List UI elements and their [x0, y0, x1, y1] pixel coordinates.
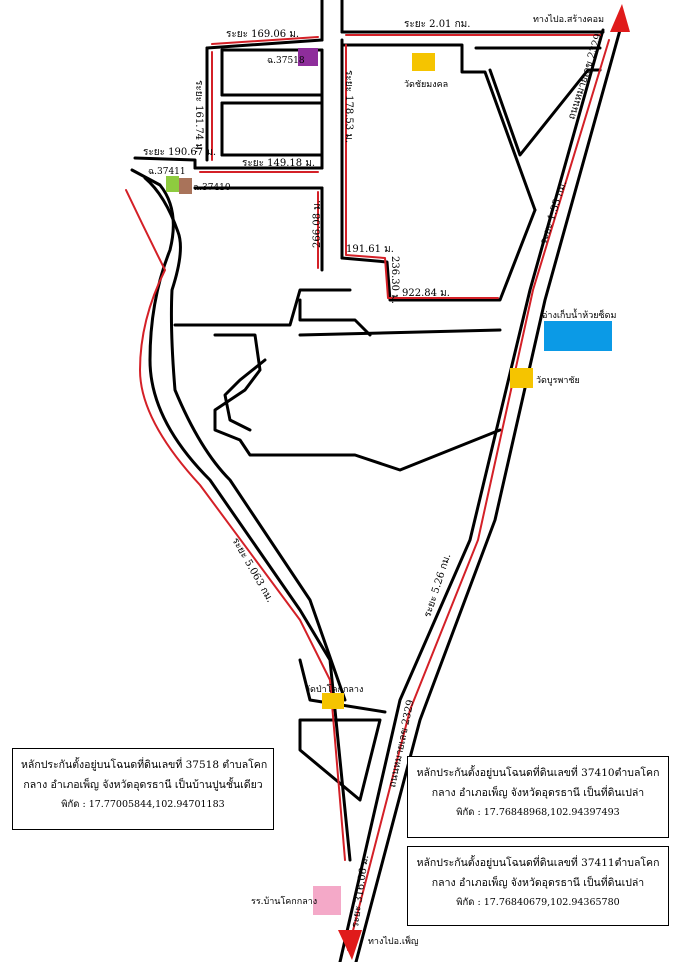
- note-37411-line2: กลาง อำเภอเพ็ญ จังหวัดอุดรธานี เป็นที่ดิ…: [431, 877, 645, 889]
- note-37518-line2: กลาง อำเภอเพ็ญ จังหวัดอุดรธานี เป็นบ้านป…: [23, 779, 263, 791]
- dist-top-right: ระยะ 2.01 กม.: [404, 19, 470, 30]
- temple-burapha-label: วัดบูรพาชัย: [536, 376, 580, 386]
- dist-vert-236: 236.30 ม.: [389, 256, 400, 304]
- note-37411-line1: หลักประกันตั้งอยู่บนโฉนดที่ดินเลขที่ 374…: [416, 857, 660, 869]
- road-network: [130, 0, 622, 962]
- road-bottom-1: [298, 658, 387, 714]
- dist-left-vertical: ระยะ 161.74 ม.: [193, 80, 204, 153]
- temple-burapha-marker: [510, 368, 533, 388]
- parcel-37518-label: ฉ.37518: [267, 56, 305, 66]
- dist-horiz-922: 922.84 ม.: [402, 288, 450, 299]
- temple-paknokklang-marker: [322, 693, 344, 709]
- school-label: รร.บ้านโคกกลาง: [251, 896, 317, 907]
- direction-south: ทางไปอ.เพ็ญ: [368, 934, 419, 947]
- road-block-lines: [220, 48, 324, 157]
- temple-paknokklang-label: วัดป่าโคกกลาง: [305, 684, 363, 695]
- note-37518-coords: พิกัด : 17.77005844,102.94701183: [61, 799, 225, 810]
- dist-horiz-191: 191.61 ม.: [346, 244, 394, 255]
- road-central-2: [298, 298, 372, 337]
- road-191: [340, 208, 537, 302]
- route-top-left: [211, 36, 319, 45]
- road-bottom-2: [298, 718, 382, 802]
- parcel-37518-marker: [298, 48, 318, 66]
- road-central-1: [173, 288, 352, 327]
- school-marker: [313, 886, 341, 915]
- parcel-37410-marker: [179, 178, 192, 194]
- note-37410-coords: พิกัด : 17.76848968,102.94397493: [456, 807, 620, 818]
- route-center-vert: [345, 44, 499, 299]
- parcel-37411-label: ฉ.37411: [148, 167, 186, 177]
- parcel-37411-marker: [166, 176, 179, 192]
- note-parcel-37518: หลักประกันตั้งอยู่บนโฉนดที่ดินเลขที่ 375…: [12, 748, 274, 830]
- dist-vert-266: 266.08 ม.: [312, 200, 323, 248]
- dist-mid-vertical: ระยะ 178.53 ม.: [343, 70, 354, 143]
- reservoir-label: อ่างเก็บน้ำห้วยซ็ดม: [542, 308, 617, 321]
- north-arrow: [610, 4, 630, 32]
- temple-chaimongkol-label: วัดชัยมงคล: [404, 80, 448, 90]
- highway-left-edge: [338, 28, 605, 962]
- road-triangle: [474, 46, 602, 157]
- highway-right-edge: [354, 28, 622, 962]
- note-37410-line2: กลาง อำเภอเพ็ญ จังหวัดอุดรธานี เป็นที่ดิ…: [431, 787, 645, 799]
- note-37411-coords: พิกัด : 17.76840679,102.94365780: [456, 897, 620, 908]
- road-central-5: [298, 328, 502, 337]
- dist-left-long: ระยะ 5.063 กม.: [229, 536, 275, 605]
- note-parcel-37411: หลักประกันตั้งอยู่บนโฉนดที่ดินเลขที่ 374…: [407, 846, 669, 926]
- direction-north: ทางไปอ.สร้างคอม: [533, 14, 604, 25]
- road-left-inner: [143, 176, 347, 702]
- south-arrow: [338, 930, 362, 960]
- parcel-37410-label: ฉ.37410: [193, 183, 231, 193]
- road-342-right: [340, 43, 537, 212]
- dist-top-left: ระยะ 169.06 ม.: [226, 29, 299, 40]
- road-central-3: [213, 333, 502, 472]
- note-37410-line1: หลักประกันตั้งอยู่บนโฉนดที่ดินเลขที่ 374…: [416, 767, 660, 779]
- route-lines: [125, 34, 610, 951]
- note-37518-line1: หลักประกันตั้งอยู่บนโฉนดที่ดินเลขที่ 375…: [21, 759, 268, 771]
- reservoir-marker: [544, 321, 612, 351]
- dist-highway-upper: ระยะ 1.33 กม.: [538, 179, 569, 246]
- route-highway: [347, 39, 610, 951]
- route-left-long: [125, 189, 346, 861]
- note-parcel-37410: หลักประกันตั้งอยู่บนโฉนดที่ดินเลขที่ 374…: [407, 756, 669, 838]
- road-central-4: [223, 358, 267, 432]
- dist-center-upper: ระยะ 149.18 ม.: [242, 158, 315, 169]
- temple-chaimongkol-marker: [412, 53, 435, 71]
- dist-left-upper: ระยะ 190.67 ม.: [143, 147, 216, 158]
- road-149: [193, 166, 324, 190]
- road-top-left: [205, 38, 324, 50]
